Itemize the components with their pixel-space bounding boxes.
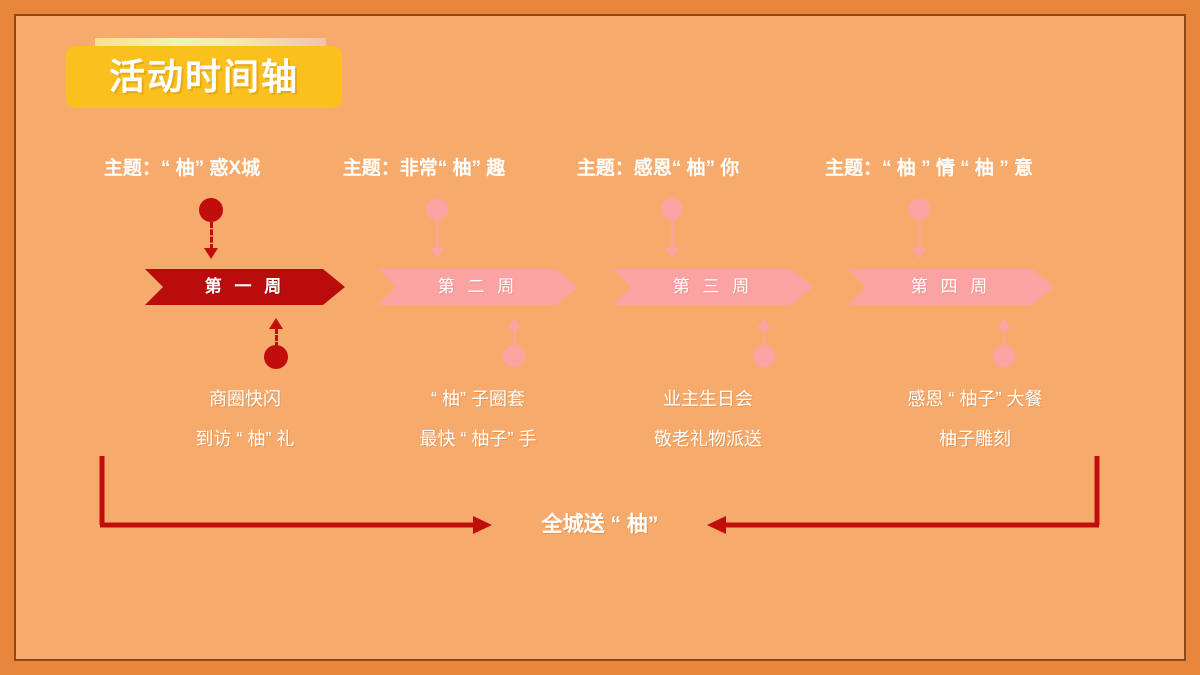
theme-label-week-1: 主题：“ 柚” 惑X城: [103, 158, 261, 179]
connector-dot: [908, 198, 930, 220]
connector-line: [918, 220, 921, 250]
week-banner-2[interactable]: 第 二 周: [378, 269, 578, 305]
connector-line: [513, 328, 516, 348]
connector-arrowhead: [430, 248, 444, 259]
title-accent-bar: [95, 38, 326, 47]
activity-week-1-line-2: 到访 “ 柚” 礼: [195, 429, 295, 449]
connector-dot: [503, 345, 525, 367]
activity-week-1-line-1: 商圈快闪: [209, 389, 281, 409]
connector-arrowhead: [997, 318, 1011, 329]
slide-inner-frame: [14, 14, 1186, 661]
connector-line: [436, 220, 439, 250]
week-banner-1[interactable]: 第 一 周: [145, 269, 345, 305]
week-banner-3[interactable]: 第 三 周: [613, 269, 813, 305]
connector-line: [671, 220, 674, 250]
connector-arrowhead: [665, 248, 679, 259]
activity-week-3-line-1: 业主生日会: [663, 389, 753, 409]
connector-dot: [426, 198, 448, 220]
theme-label-week-2: 主题：非常“ 柚” 趣: [342, 158, 506, 179]
activity-week-4-line-1: 感恩 “ 柚子” 大餐: [907, 389, 1043, 409]
connector-line: [1003, 328, 1006, 348]
connector-line: [275, 328, 278, 348]
connector-dot: [993, 345, 1015, 367]
connector-dot: [661, 198, 683, 220]
page-title: 活动时间轴: [108, 56, 299, 97]
connector-dot: [199, 198, 223, 222]
title-block: 活动时间轴: [66, 38, 346, 110]
connector-arrowhead: [912, 248, 926, 259]
activity-week-4-line-2: 柚子雕刻: [939, 429, 1011, 449]
connector-arrowhead: [204, 248, 218, 259]
connector-line: [763, 328, 766, 348]
theme-label-week-3: 主题：感恩“ 柚” 你: [576, 158, 740, 179]
activity-week-3-line-2: 敬老礼物派送: [654, 429, 762, 449]
connector-arrowhead: [269, 318, 283, 329]
activity-week-2-line-1: “ 柚” 子圈套: [431, 389, 525, 409]
theme-label-week-4: 主题：“ 柚 ” 情 “ 柚 ” 意: [825, 158, 1033, 179]
week-banner-4[interactable]: 第 四 周: [848, 269, 1054, 305]
title-badge: 活动时间轴: [66, 46, 342, 108]
connector-line: [210, 222, 213, 250]
connector-arrowhead: [757, 318, 771, 329]
activity-week-2-line-2: 最快 “ 柚子” 手: [419, 429, 537, 449]
connector-arrowhead: [507, 318, 521, 329]
connector-dot: [264, 345, 288, 369]
footer-label: 全城送 “ 柚”: [541, 513, 659, 536]
connector-dot: [753, 345, 775, 367]
theme-row: 主题：“ 柚” 惑X城 主题：非常“ 柚” 趣 主题：感恩“ 柚” 你 主题：“…: [14, 152, 1186, 186]
